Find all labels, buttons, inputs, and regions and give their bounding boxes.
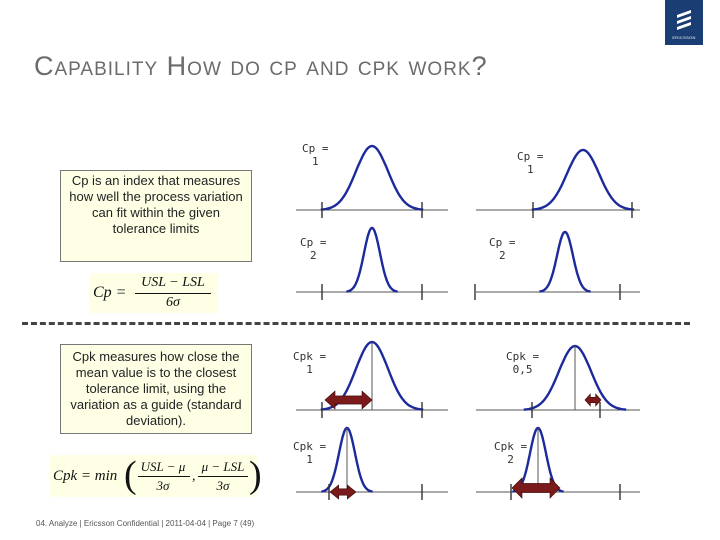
ericsson-logo-icon bbox=[677, 10, 691, 30]
plot-4-label-line1: Cp = bbox=[489, 236, 516, 249]
plot-4-label: Cp = 2 bbox=[489, 236, 516, 262]
plot-7-label: Cpk = 1 bbox=[293, 440, 326, 466]
plot-7-label-line1: Cpk = bbox=[293, 440, 327, 453]
plot-8-label-line2: 2 bbox=[507, 453, 514, 466]
cp-formula-denominator: 6σ bbox=[166, 295, 180, 310]
plot-2-curve bbox=[531, 148, 635, 211]
page-title: Capability How do cp and cpk work? bbox=[34, 51, 488, 81]
plot-7-distance-arrow bbox=[329, 484, 357, 500]
logo-text: ERICSSON bbox=[672, 35, 696, 40]
footer: 04. Analyze | Ericsson Confidential | 20… bbox=[36, 519, 255, 528]
plot-3-curve bbox=[346, 226, 398, 293]
cpk-formula-term1-numerator: USL − μ bbox=[140, 459, 186, 474]
plot-6-label-line1: Cpk = bbox=[506, 350, 540, 363]
plot-8-label-line1: Cpk = bbox=[494, 440, 528, 453]
plot-5-label: Cpk = 1 bbox=[293, 350, 326, 376]
plot-1-label: Cp = 1 bbox=[302, 142, 329, 168]
plot-2-label: Cp = 1 bbox=[517, 150, 544, 176]
plot-7-label-line2: 1 bbox=[306, 453, 313, 466]
cpk-formula-term1-denominator: 3σ bbox=[156, 478, 170, 493]
plot-5-label-line1: Cpk = bbox=[293, 350, 327, 363]
plot-2-label-line2: 1 bbox=[526, 163, 534, 176]
cpk-formula-separator: , bbox=[192, 469, 196, 484]
cp-formula: Cp = USL − LSL 6σ bbox=[89, 273, 217, 313]
plot-3-label: Cp = 2 bbox=[300, 236, 327, 262]
plot-1-curve bbox=[320, 144, 424, 211]
plot-3-label-line2: 2 bbox=[309, 249, 317, 262]
plot-6-label-line2: 0,5 bbox=[512, 363, 533, 376]
cp-definition-box: Cp is an index that measures how well th… bbox=[60, 170, 252, 262]
plot-1-label-line1: Cp = bbox=[302, 142, 329, 155]
cpk-formula-right-paren: ) bbox=[249, 454, 262, 496]
plot-2-label-line1: Cp = bbox=[517, 150, 544, 163]
cpk-term: Cpk bbox=[72, 349, 96, 364]
plot-4-label-line2: 2 bbox=[498, 249, 506, 262]
cp-formula-lhs: Cp = bbox=[93, 284, 127, 301]
plot-1-label-line2: 1 bbox=[311, 155, 319, 168]
plot-8-label: Cpk = 2 bbox=[494, 440, 527, 466]
cp-definition-text: is an index that measures how well the p… bbox=[69, 173, 243, 236]
plot-5-distance-arrow bbox=[324, 390, 373, 410]
plot-6-label: Cpk = 0,5 bbox=[506, 350, 539, 376]
cp-formula-fraction-bar bbox=[135, 293, 211, 294]
cpk-formula-lhs: Cpk = min bbox=[53, 468, 118, 484]
section-divider bbox=[22, 322, 690, 325]
plot-5-label-line2: 1 bbox=[306, 363, 313, 376]
cpk-formula-term2-bar bbox=[198, 476, 248, 477]
ericsson-logo: ERICSSON bbox=[665, 0, 703, 45]
plot-8-distance-arrow bbox=[511, 477, 561, 499]
cpk-formula: Cpk = min ( USL − μ 3σ , μ − LSL 3σ ) bbox=[50, 454, 262, 497]
cpk-definition-box: Cpk measures how close the mean value is… bbox=[60, 344, 252, 434]
cpk-formula-term2-numerator: μ − LSL bbox=[201, 459, 245, 474]
plot-6-distance-arrow bbox=[584, 393, 602, 407]
plot-3-label-line1: Cp = bbox=[300, 236, 327, 249]
cpk-formula-term2-denominator: 3σ bbox=[216, 478, 230, 493]
cpk-formula-left-paren: ( bbox=[124, 454, 137, 496]
cpk-definition-text: measures how close the mean value is to … bbox=[70, 349, 242, 428]
cp-formula-numerator: USL − LSL bbox=[141, 275, 205, 290]
cp-term: Cp bbox=[71, 173, 89, 188]
plot-4-curve bbox=[539, 230, 591, 293]
cpk-formula-term1-bar bbox=[138, 476, 190, 477]
